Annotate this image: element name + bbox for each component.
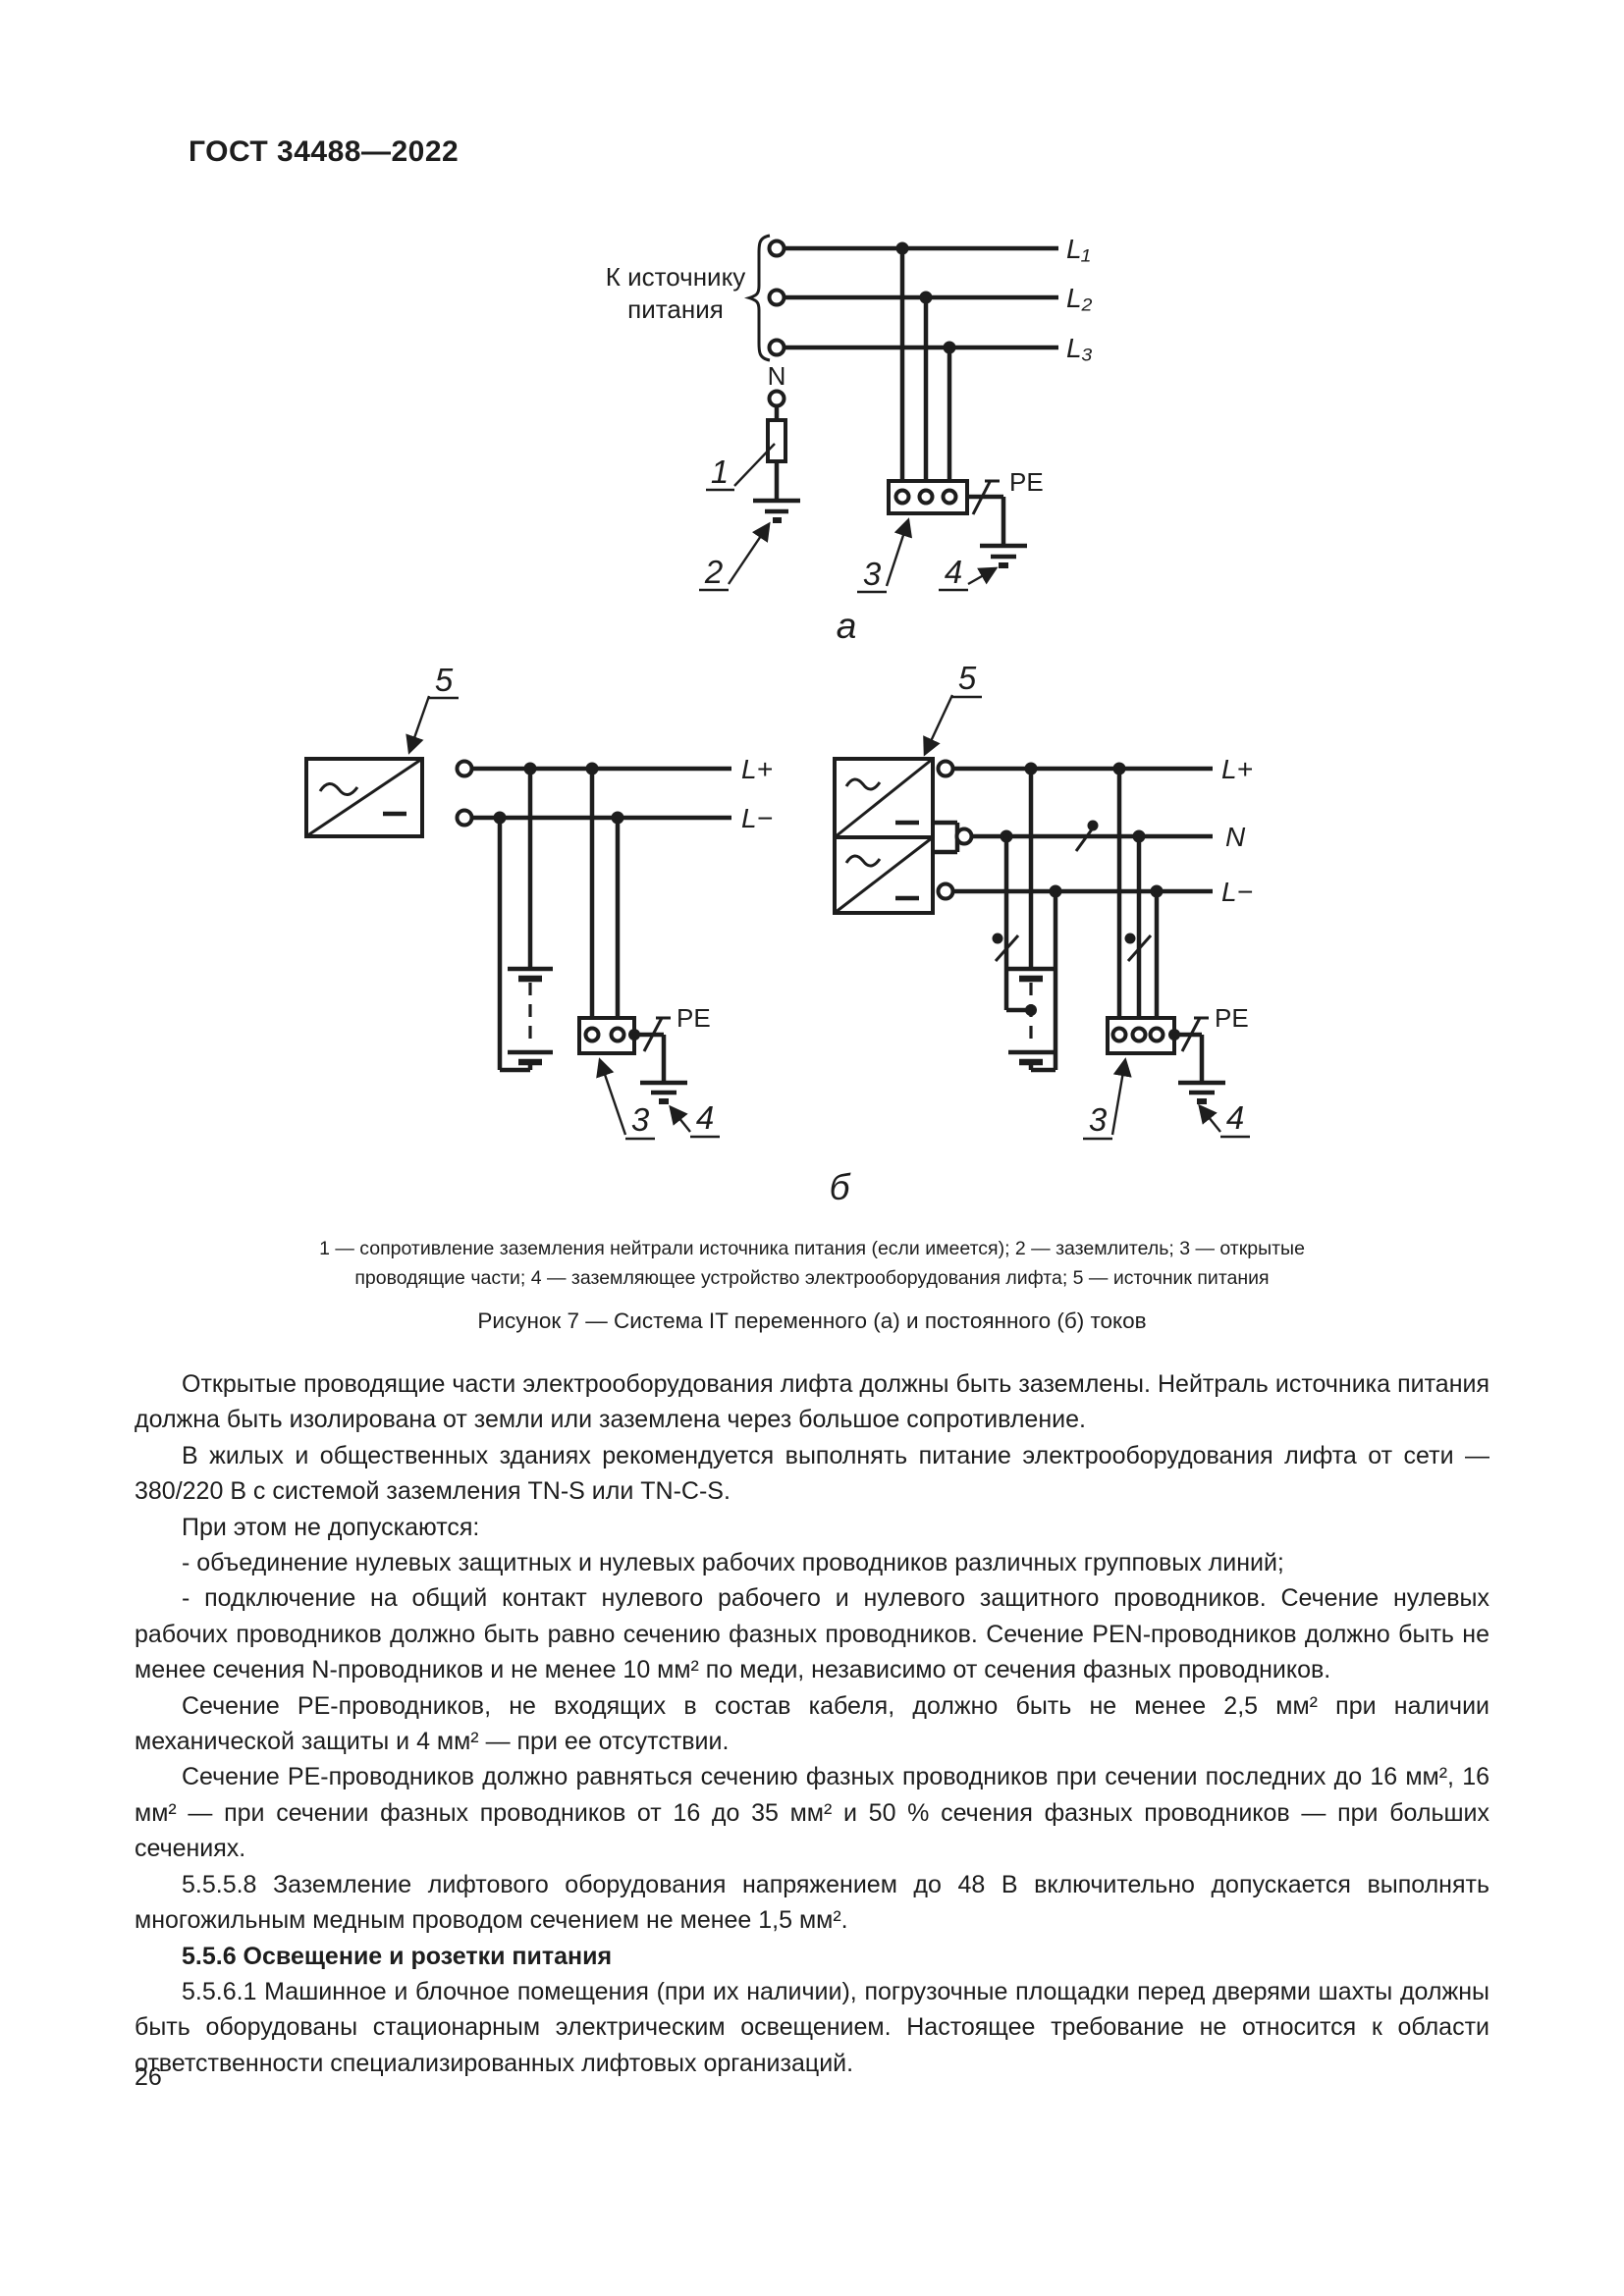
label-lminus-right: L− [1221, 877, 1253, 907]
battery-icon [1008, 966, 1054, 1066]
paragraph: Открытые проводящие части электрооборудо… [135, 1370, 1489, 1434]
terminal-l2 [767, 288, 786, 307]
ac-wave-icon [318, 782, 359, 796]
paragraph: 5.5.5.8 Заземление лифтового оборудовани… [135, 1870, 1489, 1935]
terminal-l3 [767, 338, 786, 357]
paragraph: 5.5.6.1 Машинное и блочное помещения (пр… [135, 1977, 1489, 2077]
terminal-l1 [767, 239, 786, 258]
ref-4-right: 4 [1226, 1099, 1244, 1136]
paragraph: - подключение на общий контакт нулевого … [135, 1584, 1489, 1684]
paragraph: В жилых и общественных зданиях рекоменду… [135, 1441, 1489, 1506]
disconnect-slash-icon [1180, 1017, 1202, 1052]
disconnect-slash-icon [642, 1017, 664, 1052]
paragraph: При этом не допускаются: [182, 1513, 480, 1541]
ref-2: 2 [704, 554, 723, 590]
source-label-line2: питания [627, 294, 724, 324]
sub-label-b: б [830, 1167, 851, 1207]
figure-legend-line2: проводящие части; 4 — заземляющее устрой… [354, 1267, 1270, 1289]
label-pe-b-left: PE [677, 1003, 711, 1033]
earth-icon [640, 1080, 687, 1104]
paragraph: Сечение PE-проводников должно равняться … [135, 1763, 1489, 1863]
figure-7-diagram: К источнику питания L₁ L₂ L₃ [304, 234, 1253, 1207]
diagram-b-right: 5 L+ N L− [830, 660, 1253, 1207]
ref-4: 4 [945, 554, 962, 590]
disconnect-slash-icon [971, 479, 993, 515]
label-n-right: N [1225, 822, 1246, 852]
switch-icon [1074, 820, 1099, 852]
label-lplus-left: L+ [741, 754, 773, 784]
earth-icon [1178, 1080, 1225, 1104]
standard-number: ГОСТ 34488—2022 [189, 135, 460, 168]
ref-3-right: 3 [1089, 1101, 1108, 1138]
diagram-b-left: 5 L+ L− [304, 662, 773, 1141]
brace-icon [743, 234, 771, 362]
diagram-a: К источнику питания L₁ L₂ L₃ [606, 234, 1093, 646]
label-l3: L₃ [1066, 333, 1093, 363]
body-text: Открытые проводящие части электрооборудо… [135, 1366, 1489, 2081]
paragraph: - объединение нулевых защитных и нулевых… [182, 1549, 1284, 1577]
ref-4-left: 4 [696, 1099, 714, 1136]
earth-icon [753, 498, 800, 523]
label-l1: L₁ [1066, 234, 1091, 264]
ref-1: 1 [711, 454, 729, 490]
battery-icon [508, 966, 553, 1066]
label-pe-b-right: PE [1215, 1003, 1249, 1033]
paragraph: Сечение PE-проводников, не входящих в со… [135, 1691, 1489, 1756]
ref-5-left: 5 [435, 662, 454, 698]
earth-icon [980, 543, 1027, 568]
figure-legend-line1: 1 — сопротивление заземления нейтрали ис… [319, 1238, 1305, 1259]
resistor-icon [766, 418, 787, 463]
switch-icon [1124, 933, 1153, 962]
label-lminus-left: L− [741, 803, 773, 833]
switch-icon [992, 933, 1020, 962]
label-lplus-right: L+ [1221, 754, 1253, 784]
ref-3-left: 3 [631, 1101, 650, 1138]
page-number: 26 [135, 2063, 162, 2091]
sub-label-a: а [837, 606, 857, 646]
terminal-n [767, 389, 786, 408]
source-label-line1: К источнику [606, 262, 746, 292]
label-neutral: N [768, 361, 786, 391]
figure-caption: Рисунок 7 — Система IT переменного (а) и… [477, 1308, 1147, 1333]
label-l2: L₂ [1066, 283, 1093, 313]
ref-5-right: 5 [958, 660, 977, 696]
label-pe-a: PE [1009, 467, 1044, 497]
paragraph: 5.5.6 Освещение и розетки питания [182, 1942, 613, 1970]
ref-3: 3 [863, 556, 882, 592]
